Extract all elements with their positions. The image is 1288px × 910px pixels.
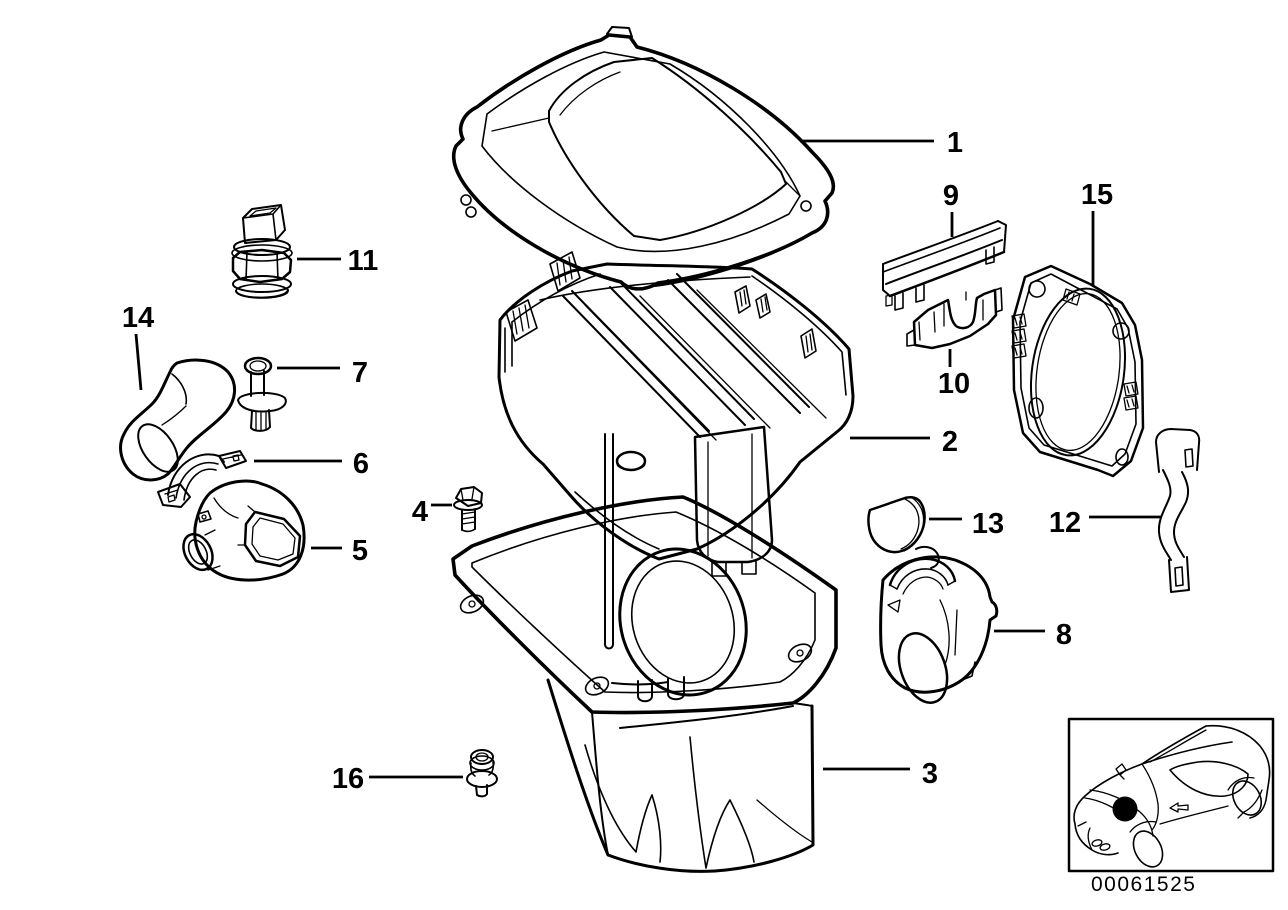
part-15-gasket-drawing — [1011, 264, 1145, 478]
callout-4-label: 4 — [412, 496, 428, 528]
part-6-clamp-drawing — [157, 450, 247, 508]
thumbnail-border — [1067, 717, 1275, 873]
hose-outline — [119, 358, 236, 482]
cover-outer-outline — [451, 33, 836, 291]
callout-2-label: 2 — [942, 426, 958, 458]
callout-1-label: 1 — [947, 127, 963, 159]
part-4-bolt-drawing — [453, 486, 483, 533]
callout-1: 1 — [800, 127, 963, 159]
callout-3-label: 3 — [922, 758, 938, 790]
part-8-fan-housing-drawing — [879, 545, 999, 704]
callout-11: 11 — [297, 245, 378, 277]
callout-5: 5 — [311, 535, 368, 567]
gasket-outer-outline — [1011, 264, 1145, 478]
callout-12: 12 — [1049, 507, 1161, 539]
component-location-dot — [1112, 796, 1138, 822]
callout-11-label: 11 — [348, 245, 379, 277]
callout-10: 10 — [938, 349, 970, 400]
callout-8-label: 8 — [1056, 619, 1072, 651]
diagram-image-number: 00061525 — [1091, 873, 1196, 896]
callout-16-label: 16 — [332, 763, 364, 795]
bracket-outline — [912, 288, 998, 350]
car-icon — [1073, 724, 1271, 868]
callout-10-label: 10 — [938, 368, 970, 400]
part-1-cover-drawing — [451, 26, 836, 291]
part-16-plug-drawing — [466, 749, 498, 798]
part-10-bracket-drawing — [906, 287, 1003, 350]
callout-15: 15 — [1081, 179, 1113, 286]
callout-7: 7 — [277, 357, 368, 389]
part-2-carrier-drawing — [497, 251, 855, 650]
callout-2: 2 — [850, 426, 958, 458]
callout-5-label: 5 — [352, 535, 368, 567]
callout-8: 8 — [994, 619, 1072, 651]
cap-outline — [867, 495, 926, 554]
callout-7-label: 7 — [352, 357, 368, 389]
part-5-blower-drawing — [182, 479, 306, 582]
blower-body-outline — [193, 479, 306, 582]
housing-flange-outline — [451, 495, 838, 715]
callout-9: 9 — [943, 180, 959, 237]
callout-13-label: 13 — [972, 508, 1004, 540]
part-9-rail-drawing — [882, 220, 1007, 311]
fan-housing-outline — [879, 555, 999, 694]
callout-9-label: 9 — [943, 180, 959, 212]
callout-14: 14 — [122, 302, 154, 391]
callout-6-label: 6 — [353, 448, 369, 480]
callout-4: 4 — [412, 496, 452, 528]
callout-16: 16 — [332, 763, 463, 795]
car-location-thumbnail: 00061525 — [1067, 717, 1275, 896]
part-3-housing-drawing — [451, 495, 838, 873]
screw-boss — [459, 594, 813, 696]
callout-14-leader — [134, 333, 143, 391]
part-7-rivet-drawing — [237, 356, 287, 432]
part-11-sensor-drawing — [231, 204, 293, 299]
callout-6: 6 — [254, 448, 369, 480]
part-13-cap-drawing — [867, 495, 926, 554]
part-14-hose-drawing — [119, 358, 236, 482]
carrier-outer-outline — [497, 262, 855, 561]
callout-13: 13 — [929, 508, 1004, 540]
callout-3: 3 — [823, 758, 938, 790]
callout-12-label: 12 — [1049, 507, 1081, 539]
callout-15-label: 15 — [1081, 179, 1113, 211]
callout-14-label: 14 — [122, 302, 154, 334]
part-12-strap-drawing — [1155, 428, 1201, 593]
